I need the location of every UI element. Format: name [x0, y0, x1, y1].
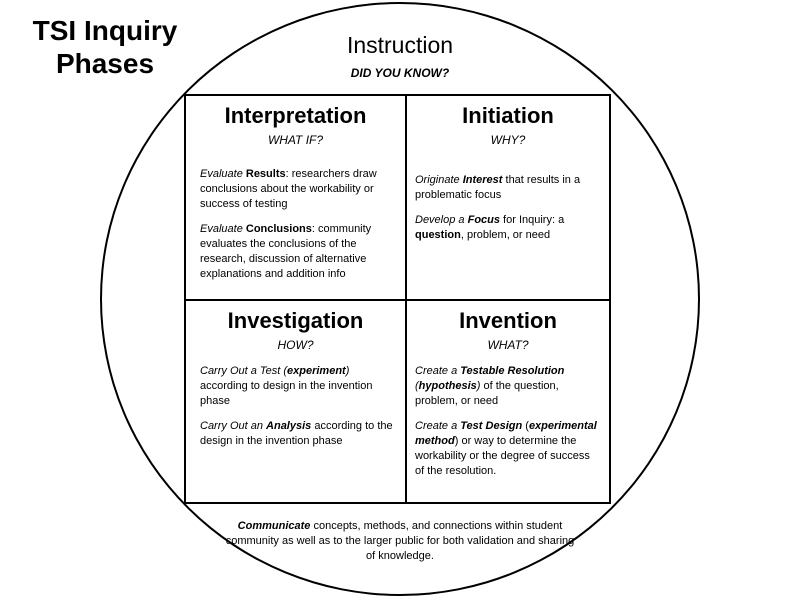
paragraph: Create a Testable Resolution (hypothesis…: [415, 364, 599, 409]
quadrant-invention: Invention WHAT? Create a Testable Resolu…: [405, 299, 611, 504]
paragraph: Originate Interest that results in a pro…: [415, 173, 599, 203]
text-run: of the question, problem, or need: [415, 380, 559, 407]
text-run: ): [345, 365, 350, 377]
text-run: Communicate: [237, 520, 311, 532]
quadrant-question: WHY?: [490, 133, 526, 147]
paragraph: Evaluate Conclusions: community evaluate…: [200, 222, 395, 282]
text-run: Originate: [415, 174, 463, 186]
quadrant-initiation: Initiation WHY? Originate Interest that …: [405, 94, 611, 301]
text-run: (: [415, 380, 419, 392]
title-line-2: Phases: [55, 48, 155, 79]
text-run: Create a: [415, 420, 461, 432]
text-run: that results in a problematic focus: [415, 174, 581, 201]
text-run: : community evaluates the conclusions of…: [200, 223, 372, 280]
text-run: ) or way to determine the workability or…: [415, 435, 590, 477]
text-run: concepts, methods, and connections withi…: [225, 520, 575, 562]
text-run: question: [415, 229, 461, 241]
paragraph: Evaluate Results: researchers draw concl…: [200, 167, 395, 212]
text-run: Focus: [467, 214, 500, 226]
text-run: : researchers draw conclusions about the…: [200, 168, 377, 210]
text-run: according to design in the invention pha…: [200, 380, 373, 407]
title-line-1: TSI Inquiry: [32, 15, 178, 46]
quadrant-body: Evaluate Results: researchers draw concl…: [186, 167, 405, 282]
text-run: ): [476, 380, 481, 392]
diagram-title: TSI Inquiry Phases: [10, 14, 200, 80]
text-run: , problem, or need: [460, 229, 551, 241]
text-run: for Inquiry: a: [500, 214, 565, 226]
footer-communicate: Communicate concepts, methods, and conne…: [220, 519, 580, 564]
text-run: Conclusions: [245, 223, 312, 235]
paragraph: Carry Out a Test (experiment) according …: [200, 364, 395, 409]
quadrant-interpretation: Interpretation WHAT IF? Evaluate Results…: [184, 94, 407, 301]
quadrant-body: Create a Testable Resolution (hypothesis…: [407, 364, 609, 479]
text-run: Test Design: [460, 420, 523, 432]
quadrant-investigation: Investigation HOW? Carry Out a Test (exp…: [184, 299, 407, 504]
text-run: Create a: [415, 365, 461, 377]
text-run: experiment: [287, 365, 346, 377]
text-run: hypothesis: [418, 380, 477, 392]
quadrant-title: Investigation: [227, 308, 364, 333]
text-run: Develop a: [415, 214, 468, 226]
paragraph: Create a Test Design (experimental metho…: [415, 419, 599, 479]
quadrant-body: Originate Interest that results in a pro…: [407, 173, 609, 243]
quadrant-question: WHAT IF?: [267, 133, 324, 147]
quadrant-question: HOW?: [277, 338, 314, 352]
text-run: Analysis: [266, 420, 312, 432]
text-run: Testable Resolution: [460, 365, 565, 377]
quadrant-title: Interpretation: [224, 103, 367, 128]
text-run: Evaluate: [200, 223, 246, 235]
instruction-subtitle: DID YOU KNOW?: [350, 66, 450, 80]
instruction-title: Instruction: [346, 32, 454, 58]
quadrant-title: Invention: [459, 308, 557, 333]
text-run: Results: [245, 168, 286, 180]
text-run: Carry Out an: [200, 420, 267, 432]
quadrant-question: WHAT?: [487, 338, 529, 352]
paragraph: Carry Out an Analysis according to the d…: [200, 419, 395, 449]
text-run: according to the design in the invention…: [200, 420, 393, 447]
text-run: experimental method: [415, 420, 597, 447]
text-run: Interest: [462, 174, 503, 186]
quadrant-body: Carry Out a Test (experiment) according …: [186, 364, 405, 449]
quadrant-title: Initiation: [462, 103, 554, 128]
text-run: Evaluate: [200, 168, 246, 180]
text-run: Carry Out a Test (: [200, 365, 288, 377]
outer-circle: [100, 2, 700, 596]
text-run: (: [522, 420, 529, 432]
paragraph: Develop a Focus for Inquiry: a question,…: [415, 213, 599, 243]
